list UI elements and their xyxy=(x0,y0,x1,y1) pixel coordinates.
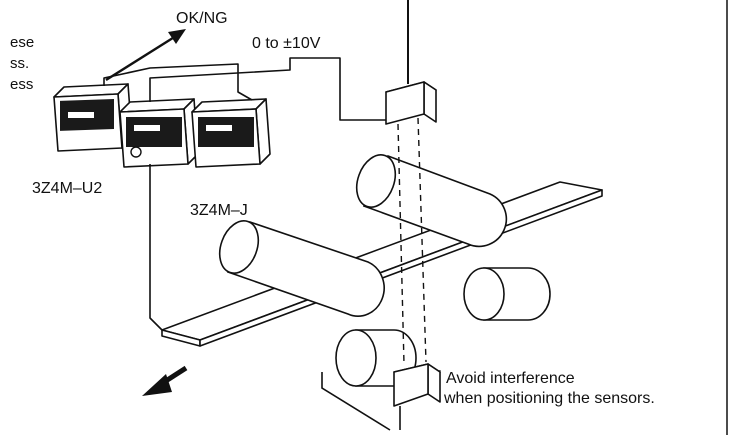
left-text-line-2: ss. xyxy=(10,55,29,72)
left-text-line-3: ess xyxy=(10,76,33,93)
sensor-beam xyxy=(397,117,427,365)
controller-units xyxy=(53,83,271,168)
controller-j-label: 3Z4M–J xyxy=(190,202,248,219)
output-signal-label: OK/NG xyxy=(176,10,228,27)
ok-ng-arrow xyxy=(105,29,186,82)
interference-note-line-1: Avoid interference xyxy=(446,370,575,387)
voltage-range-label: 0 to ±10V xyxy=(252,35,321,52)
sensor-top xyxy=(385,0,437,125)
cable-down-to-conveyor xyxy=(149,164,163,331)
controller-unit-right xyxy=(191,98,271,168)
cable-top-right xyxy=(149,57,395,121)
bottom-frame-line xyxy=(321,372,391,431)
conveyor-direction-arrow xyxy=(142,365,188,396)
sensor-bottom xyxy=(393,363,441,430)
controller-unit-middle xyxy=(119,98,199,168)
interference-note-line-2: when positioning the sensors. xyxy=(443,390,655,407)
rollers-upper xyxy=(218,154,508,317)
cable-top-left xyxy=(103,63,253,101)
controller-u2-label: 3Z4M–U2 xyxy=(32,180,102,197)
roller-upper-left xyxy=(226,221,385,317)
roller-upper-right xyxy=(362,154,508,248)
rollers-lower xyxy=(335,267,551,387)
left-text-line-1: ese xyxy=(10,34,34,51)
